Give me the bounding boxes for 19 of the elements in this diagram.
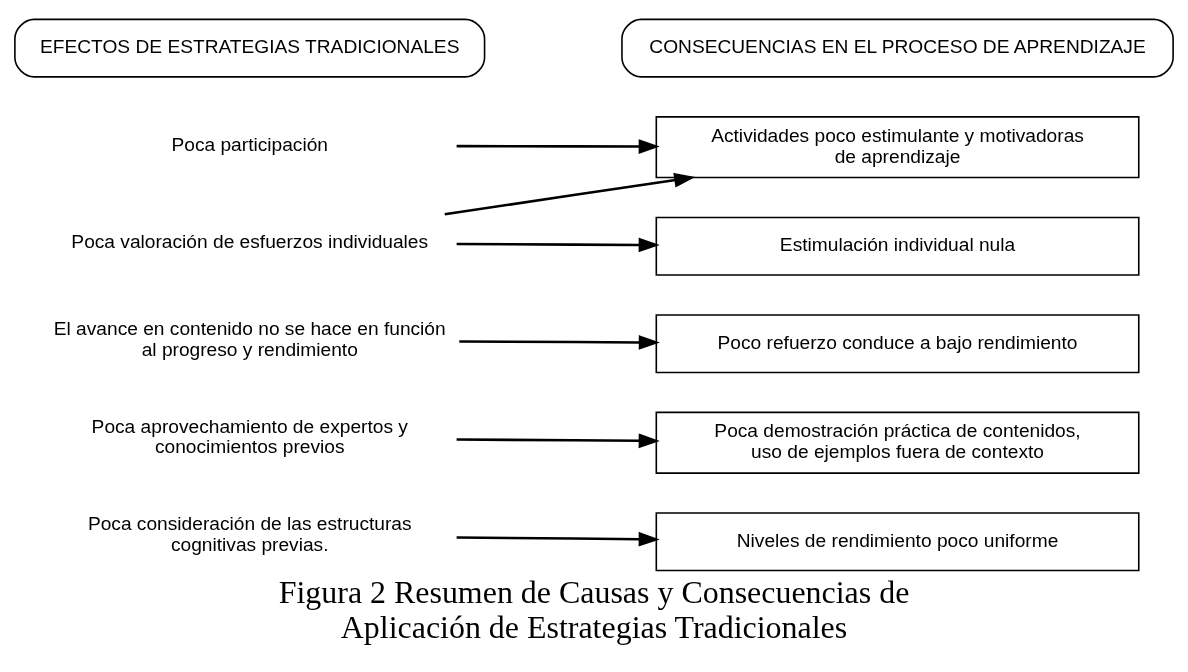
arrow xyxy=(444,172,696,216)
node-box: Poca demostración práctica de contenidos, uso de ejemplos fuera de contexto xyxy=(655,411,1140,474)
node-box: Estimulación individual nula xyxy=(655,216,1140,276)
node-text: Poca consideración de las estructuras cognitivas previas. xyxy=(87,512,412,555)
arrow xyxy=(459,334,660,350)
node-text: Poca valoración de esfuerzos individuales xyxy=(71,230,429,252)
arrow xyxy=(456,237,660,252)
node-box: CONSECUENCIAS EN EL PROCESO DE APRENDIZAJE xyxy=(621,18,1174,78)
node-text: El avance en contenido no se hace en función al progreso y rendimiento xyxy=(53,317,446,360)
node-box: EFECTOS DE ESTRATEGIAS TRADICIONALES xyxy=(14,18,486,78)
node-box: Niveles de rendimiento poco uniforme xyxy=(655,511,1140,571)
node-box: Actividades poco estimulante y motivadoras de aprendizaje xyxy=(655,115,1140,178)
caption: Figura 2 Resumen de Causas y Consecuencias de Aplicación de Estrategias Tradicionales xyxy=(278,573,910,645)
node-text: Poca aprovechamiento de expertos y conocimientos previos xyxy=(91,415,408,457)
arrow xyxy=(456,138,660,154)
node-text: Poca participación xyxy=(171,133,329,155)
arrow xyxy=(456,432,660,448)
arrow xyxy=(456,531,660,547)
node-box: Poco refuerzo conduce a bajo rendimiento xyxy=(655,313,1140,373)
